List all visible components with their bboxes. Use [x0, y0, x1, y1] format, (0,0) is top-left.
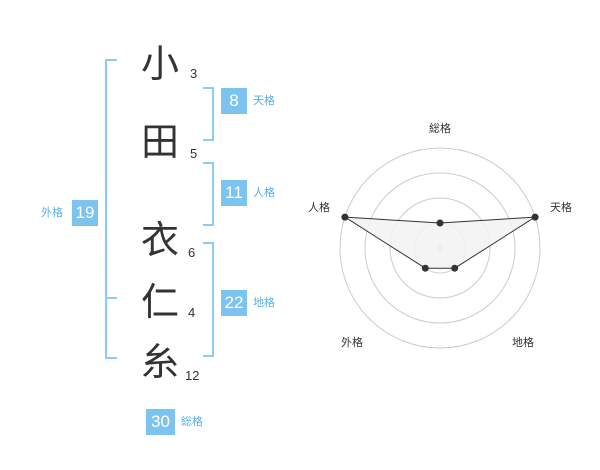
stroke-count-4: 4 [188, 305, 196, 320]
radar-chart [339, 147, 541, 349]
soukaku-label: 総格 [181, 415, 203, 428]
radar-point-1 [436, 219, 444, 227]
radar-point-5 [341, 213, 349, 221]
tenkaku-value-badge: 8 [221, 88, 247, 114]
name-char-3: 衣 [140, 218, 179, 262]
bracket-tenkaku [203, 87, 214, 141]
radar-point-3 [451, 264, 459, 272]
bracket-chikaku [203, 242, 214, 357]
radar-polygon [344, 216, 536, 269]
name-char-5: 糸 [140, 340, 179, 384]
stroke-count-2: 5 [190, 146, 198, 161]
radar-axis-label-soukaku: 総格 [429, 122, 451, 135]
brackets-layer [105, 59, 214, 359]
jinkaku-value-badge: 11 [221, 180, 247, 206]
radar-point-4 [421, 264, 429, 272]
radar-axis-label-tenkaku: 天格 [550, 201, 572, 214]
tenkaku-label: 天格 [253, 94, 275, 107]
name-char-1: 小 [140, 42, 179, 86]
radar-ring-2 [389, 197, 491, 299]
bracket-jinkaku [203, 162, 214, 226]
jinkaku-label: 人格 [253, 186, 275, 199]
stroke-count-1: 3 [190, 66, 198, 81]
name-char-2: 田 [140, 120, 179, 164]
name-char-4: 仁 [140, 280, 179, 324]
gaikaku-value-badge: 19 [72, 200, 98, 226]
chikaku-label: 地格 [253, 296, 275, 309]
soukaku-value-badge: 30 [146, 409, 175, 435]
radar-axis-label-gaikaku: 外格 [341, 336, 363, 349]
radar-point-2 [531, 213, 539, 221]
radar-axis-label-chikaku: 地格 [512, 336, 534, 349]
radar-axis-label-jinkaku: 人格 [308, 201, 330, 214]
stroke-count-5: 12 [185, 368, 200, 383]
bracket-gaikaku [105, 59, 117, 359]
radar-ring-3 [364, 172, 516, 324]
radar-ring-4 [339, 147, 541, 349]
chikaku-value-badge: 22 [221, 290, 247, 316]
gaikaku-label: 外格 [41, 206, 63, 219]
stroke-count-3: 6 [188, 245, 196, 260]
